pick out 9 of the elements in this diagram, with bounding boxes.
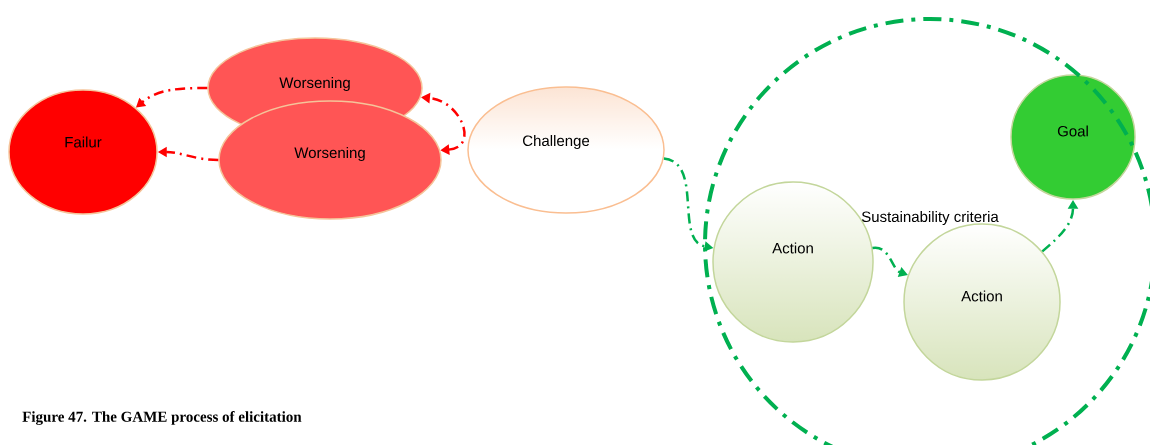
node-label: Worsening: [279, 77, 350, 91]
node-label: Worsening: [294, 147, 365, 161]
node-label: Failur: [65, 136, 102, 148]
node-label: Challenge: [523, 135, 590, 149]
node-label: Goal: [1057, 125, 1088, 137]
node-label: Action: [772, 242, 813, 254]
node-label: Sustainability criteria: [861, 211, 999, 225]
node-label: Action: [961, 290, 1002, 302]
caption: Figure 47. The GAME process of elicitation: [22, 411, 302, 425]
